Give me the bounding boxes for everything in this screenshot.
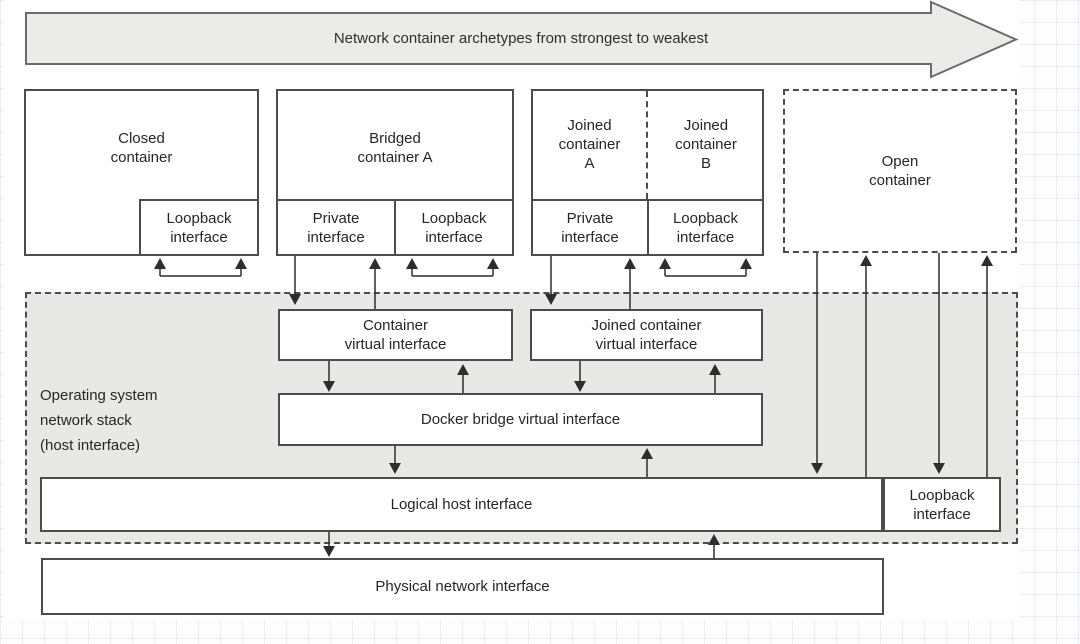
logical-host-interface-box: Logical host interface xyxy=(40,477,883,532)
open-container-box: Open container xyxy=(783,89,1017,253)
joined-loopback-interface: Loopback interface xyxy=(647,199,764,256)
stack-loopback-interface-box: Loopback interface xyxy=(883,477,1001,532)
closed-loopback-interface: Loopback interface xyxy=(139,199,259,256)
joined-container-b-title: Joined container B xyxy=(675,116,737,172)
container-virtual-interface-box: Container virtual interface xyxy=(278,309,513,361)
joined-container-dashed-divider xyxy=(646,91,648,199)
physical-network-interface-box: Physical network interface xyxy=(41,558,884,615)
bridged-loopback-interface: Loopback interface xyxy=(394,199,514,256)
banner-label: Network container archetypes from strong… xyxy=(333,30,709,47)
os-network-stack-label: Operating system network stack (host int… xyxy=(40,387,158,454)
docker-bridge-virtual-interface-box: Docker bridge virtual interface xyxy=(278,393,763,446)
bridged-private-interface: Private interface xyxy=(276,199,396,256)
joined-private-interface: Private interface xyxy=(531,199,649,256)
joined-container-a-title: Joined container A xyxy=(558,116,621,172)
joined-container-virtual-interface-box: Joined container virtual interface xyxy=(530,309,763,361)
